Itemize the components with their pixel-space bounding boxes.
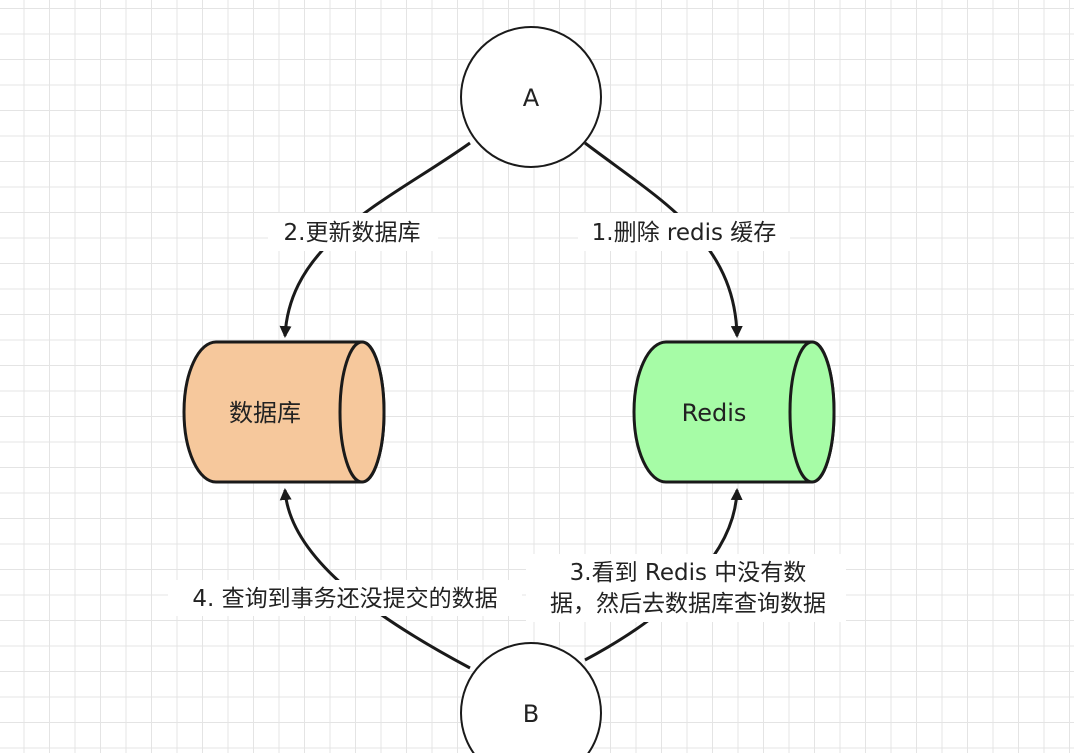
update-db-label: 2.更新数据库 (284, 220, 421, 246)
node-a: A (460, 26, 602, 168)
edge-label-query-db: 4. 查询到事务还没提交的数据 (168, 580, 522, 616)
edge-label-update-db: 2.更新数据库 (268, 213, 438, 251)
edge-query-db (279, 488, 471, 670)
node-b-label: B (523, 700, 539, 728)
query-db-label: 4. 查询到事务还没提交的数据 (192, 586, 497, 612)
read-redis-label-line1: 3.看到 Redis 中没有数 (570, 560, 807, 586)
redis-label: Redis (682, 399, 747, 427)
delete-cache-label: 1.删除 redis 缓存 (592, 220, 777, 246)
edge-label-delete-cache: 1.删除 redis 缓存 (578, 213, 790, 251)
database-label: 数据库 (229, 399, 301, 427)
redis-cylinder: Redis (632, 340, 836, 484)
read-redis-label-line2: 据，然后去数据库查询数据 (550, 591, 826, 617)
edge-label-read-redis: 3.看到 Redis 中没有数 据，然后去数据库查询数据 (526, 554, 846, 622)
database-cylinder: 数据库 (182, 340, 386, 484)
node-a-label: A (523, 84, 540, 112)
node-b: B (460, 642, 602, 753)
